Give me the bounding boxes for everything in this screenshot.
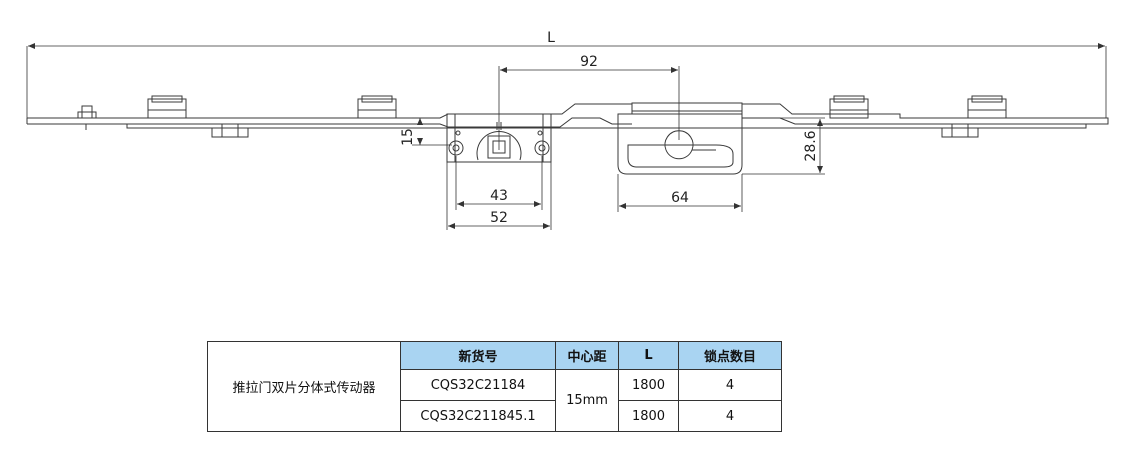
cell-center-distance: 15mm bbox=[555, 369, 619, 432]
dim-hook-to-keeper: 92 bbox=[580, 54, 598, 70]
table-row: CQS32C211845.1 1800 4 bbox=[208, 400, 782, 432]
dim-keeper-height: 28.6 bbox=[803, 130, 819, 161]
header-length: L bbox=[618, 341, 679, 370]
dim-outer-width: 52 bbox=[490, 210, 508, 226]
dim-keeper-width: 64 bbox=[671, 190, 689, 206]
dim-inner-width: 43 bbox=[490, 188, 508, 204]
cell-lock-points: 4 bbox=[678, 400, 782, 432]
header-lock-points: 锁点数目 bbox=[678, 341, 782, 370]
cell-code: CQS32C21184 bbox=[400, 369, 556, 401]
product-name: 推拉门双片分体式传动器 bbox=[232, 381, 376, 396]
dim-backset: 15 bbox=[400, 128, 416, 146]
keeper bbox=[617, 102, 743, 175]
product-name-cell: 推拉门双片分体式传动器 bbox=[207, 341, 401, 432]
header-center-distance: 中心距 bbox=[555, 341, 619, 370]
table-row: CQS32C21184 15mm 1800 4 bbox=[208, 369, 782, 432]
dim-overall-length: L bbox=[547, 30, 555, 46]
lock-point-4 bbox=[967, 95, 1007, 119]
lock-point-1 bbox=[147, 95, 187, 119]
cell-length: 1800 bbox=[618, 369, 679, 401]
table-header-row: 推拉门双片分体式传动器 新货号 中心距 L 锁点数目 bbox=[207, 341, 782, 432]
lock-point-3 bbox=[829, 95, 869, 119]
cell-lock-points: 4 bbox=[678, 369, 782, 401]
technical-drawing: L 92 15 28.6 43 52 64 bbox=[26, 30, 1109, 230]
cell-code: CQS32C211845.1 bbox=[400, 400, 556, 432]
lock-point-2 bbox=[357, 95, 397, 119]
spec-table: 推拉门双片分体式传动器 新货号 中心距 L 锁点数目 CQS32C21184 1… bbox=[207, 341, 782, 432]
transmission-bar bbox=[26, 95, 1109, 175]
dimension-labels: L 92 15 28.6 43 52 64 bbox=[400, 30, 819, 226]
cell-length: 1800 bbox=[618, 400, 679, 432]
header-code: 新货号 bbox=[400, 341, 556, 370]
gearbox bbox=[446, 113, 552, 163]
dimension-lines bbox=[26, 43, 1107, 230]
